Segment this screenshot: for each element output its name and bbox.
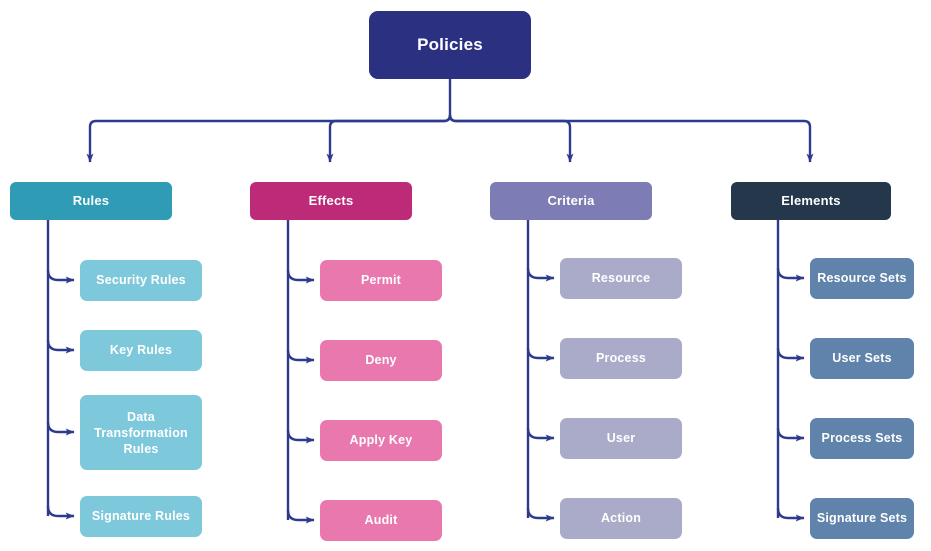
leaf-key-rules[interactable]: Key Rules xyxy=(80,330,202,371)
node-effects[interactable]: Effects xyxy=(250,182,412,220)
leaf-user[interactable]: User xyxy=(560,418,682,459)
leaf-deny[interactable]: Deny xyxy=(320,340,442,381)
leaf-user-sets[interactable]: User Sets xyxy=(810,338,914,379)
leaf-data-transformation-rules[interactable]: Data Transformation Rules xyxy=(80,395,202,470)
leaf-resource[interactable]: Resource xyxy=(560,258,682,299)
node-elements[interactable]: Elements xyxy=(731,182,891,220)
node-rules[interactable]: Rules xyxy=(10,182,172,220)
leaf-audit[interactable]: Audit xyxy=(320,500,442,541)
leaf-resource-sets[interactable]: Resource Sets xyxy=(810,258,914,299)
leaf-signature-sets[interactable]: Signature Sets xyxy=(810,498,914,539)
leaf-apply-key[interactable]: Apply Key xyxy=(320,420,442,461)
leaf-signature-rules[interactable]: Signature Rules xyxy=(80,496,202,537)
leaf-permit[interactable]: Permit xyxy=(320,260,442,301)
leaf-process-sets[interactable]: Process Sets xyxy=(810,418,914,459)
leaf-process[interactable]: Process xyxy=(560,338,682,379)
node-criteria[interactable]: Criteria xyxy=(490,182,652,220)
leaf-action[interactable]: Action xyxy=(560,498,682,539)
leaf-security-rules[interactable]: Security Rules xyxy=(80,260,202,301)
node-policies[interactable]: Policies xyxy=(369,11,531,79)
